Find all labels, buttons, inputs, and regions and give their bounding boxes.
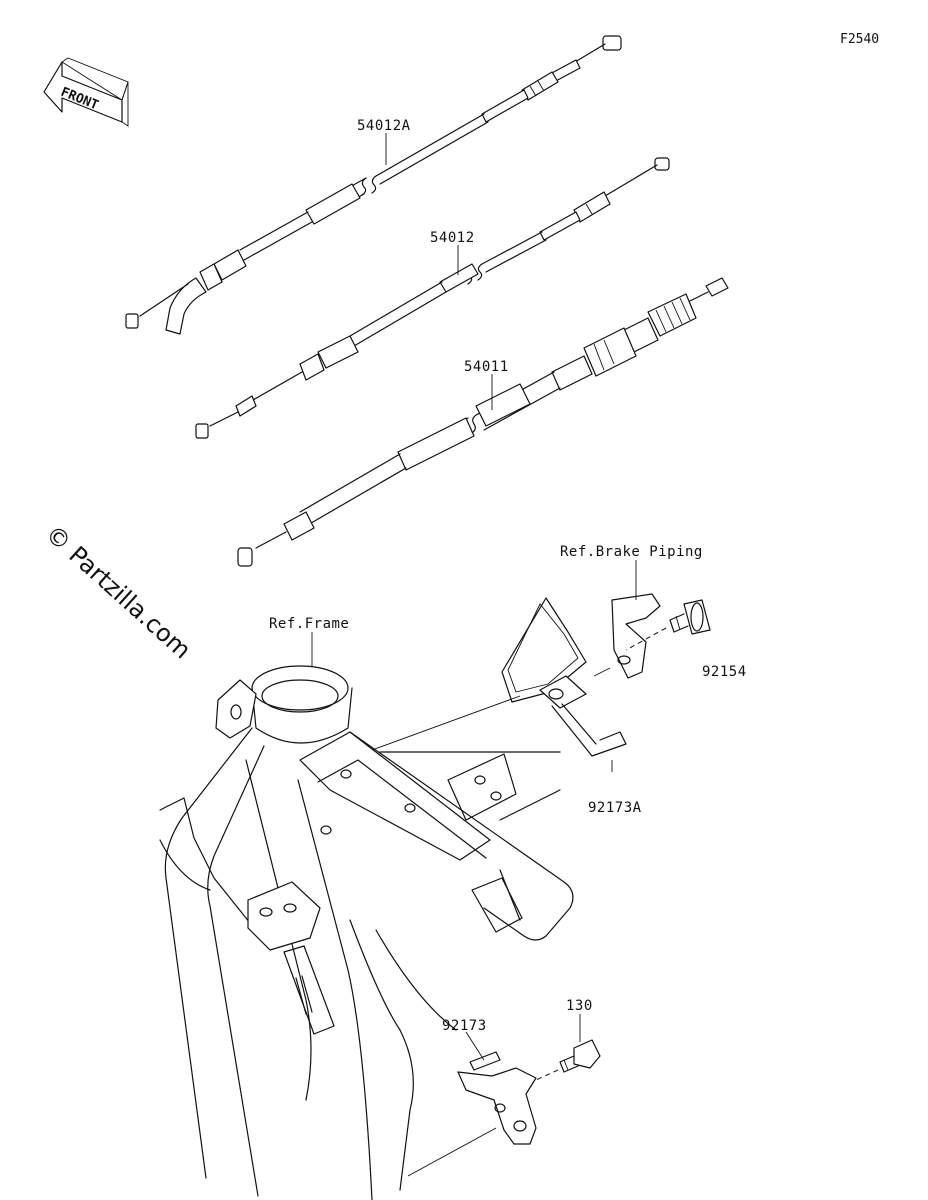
figure-code: F2540	[840, 32, 879, 47]
cable-54011[interactable]	[237, 277, 729, 567]
guide-92173[interactable]	[457, 1051, 537, 1145]
cable-54012a[interactable]	[125, 35, 622, 335]
bolt-130[interactable]	[559, 1039, 601, 1073]
frame-ref	[159, 665, 574, 1200]
label-54012: 54012	[430, 230, 475, 246]
label-54012a: 54012A	[357, 118, 411, 134]
bolt-92154[interactable]	[669, 599, 711, 635]
front-arrow-icon: FRONT	[43, 57, 129, 127]
label-ref-brake-piping: Ref.Brake Piping	[560, 544, 703, 560]
label-92173a: 92173A	[588, 800, 642, 816]
watermark: © Partzilla.com	[40, 520, 196, 665]
cable-54012[interactable]	[195, 157, 670, 439]
label-ref-frame: Ref.Frame	[269, 616, 349, 632]
label-130: 130	[566, 998, 593, 1014]
label-92154: 92154	[702, 664, 747, 680]
brake-piping-bracket[interactable]	[611, 593, 661, 679]
label-92173: 92173	[442, 1018, 487, 1034]
guide-92173a[interactable]	[501, 597, 627, 757]
label-54011: 54011	[464, 359, 509, 375]
